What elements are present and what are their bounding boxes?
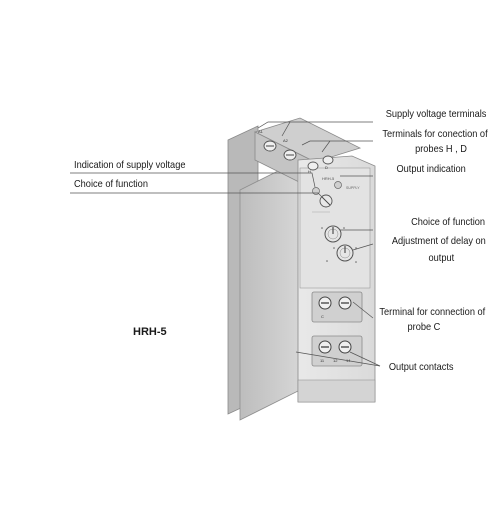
- label-supply-voltage-terminals: Supply voltage terminals: [385, 108, 486, 120]
- leader-supply-terminals: [257, 121, 373, 129]
- label-probe-terminals-line2: probes H , D: [415, 143, 467, 155]
- label-output-indication: Output indication: [396, 163, 466, 175]
- face-mark-a1: A1: [258, 129, 264, 134]
- label-probe-c-line1: Terminal for connection of: [379, 306, 485, 318]
- leader-function-left: [70, 192, 325, 200]
- face-mark-11: 11: [320, 358, 325, 363]
- label-choice-of-function-left: Choice of function: [74, 178, 148, 190]
- leader-output-contacts-2: [295, 351, 381, 367]
- leader-probe-hd-2: [321, 140, 331, 153]
- label-delay-line2: output: [428, 252, 454, 264]
- face-mark-h: H: [308, 169, 311, 174]
- leader-probe-hd: [301, 140, 373, 146]
- face-mark-a2: A2: [283, 138, 289, 143]
- label-output-contacts: Output contacts: [389, 361, 454, 373]
- face-model-mark: HRH-5: [322, 176, 335, 181]
- leader-supply-indication: [70, 172, 316, 188]
- face-mark-c: C: [321, 314, 324, 319]
- face-mark-supply: SUPPLY: [346, 186, 360, 190]
- label-probe-c-line2: probe C: [407, 321, 440, 333]
- leader-supply-terminals-2: [281, 121, 291, 137]
- label-indication-supply-voltage: Indication of supply voltage: [74, 159, 186, 171]
- callout-lines: [70, 121, 381, 367]
- face-mark-d: D: [325, 165, 328, 170]
- label-choice-of-function-right: Choice of function: [411, 216, 485, 228]
- probe-c-terminals: C: [318, 296, 352, 319]
- leader-delay: [352, 243, 374, 251]
- relay-housing: [227, 117, 376, 421]
- top-terminals: A1 A2: [258, 129, 334, 171]
- model-title: HRH-5: [133, 326, 167, 338]
- face-mark-12: 12: [333, 358, 338, 363]
- label-delay-line1: Adjustment of delay on: [391, 235, 486, 247]
- leader-probe-c: [352, 301, 374, 319]
- output-led: [334, 181, 342, 189]
- label-probe-terminals-line1: Terminals for conection of: [382, 128, 488, 140]
- relay-face: HRH-5 SUPPLY: [312, 176, 360, 263]
- leader-output-contacts: [349, 351, 381, 367]
